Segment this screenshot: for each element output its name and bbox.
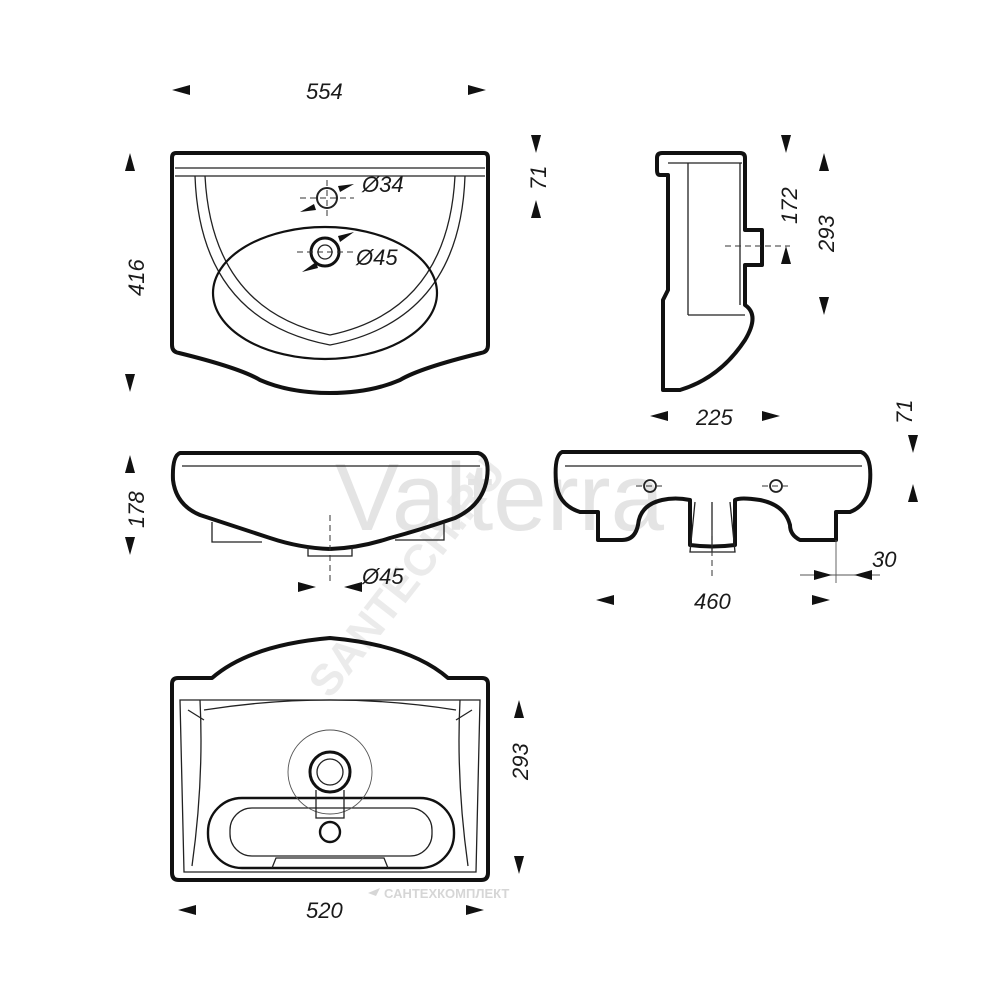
arrow-top-width-right [468,85,486,95]
arrow-side-depth-right [762,411,780,421]
arrow-bottom-width-left [178,905,196,915]
side-view [655,151,790,392]
front-view [170,451,490,585]
arrow-bottom-depth-up [514,700,524,718]
dim-bottom-depth: 293 [508,743,533,781]
dim-top-back-rim: 71 [526,166,551,190]
rear-view [553,450,880,583]
arrow-rear-width-right [812,595,830,605]
dim-side-depth: 225 [695,405,733,430]
watermark-company-text: САНТЕХКОМПЛЕКТ [384,886,509,901]
dim-rear-width: 460 [694,589,731,614]
arrow-front-height-down [125,537,135,555]
watermark-brand: Valterra [335,444,665,551]
dim-top-width: 554 [306,79,343,104]
arrow-bottom-depth-down [514,856,524,874]
arrow-rear-offset-right [854,570,872,580]
arrow-rear-offset-left [814,570,832,580]
arrow-front-drain-right [344,582,362,592]
dim-top-depth: 416 [124,259,149,296]
arrow-front-height-up [125,455,135,473]
arrow-bottom-width-right [466,905,484,915]
arrow-side-height-up [781,135,791,153]
dim-bottom-width: 520 [306,898,343,923]
arrow-rear-width-left [596,595,614,605]
arrow-side-total-up [819,153,829,171]
arrow-rear-rim-up [908,435,918,453]
arrow-side-height-down [781,246,791,264]
dim-front-height: 178 [124,491,149,528]
arrow-top-depth-down [125,374,135,392]
arrow-rear-rim-down [908,484,918,502]
arrow-back-rim-up [531,135,541,153]
dim-hole-drain: Ø45 [355,245,398,270]
arrow-top-width-left [172,85,190,95]
arrow-top-depth-up [125,153,135,171]
arrow-side-total-down [819,297,829,315]
dim-rear-rim: 71 [892,400,917,424]
dim-rear-offset: 30 [872,547,897,572]
dim-side-height: 172 [777,187,802,224]
arrow-back-rim-down [531,200,541,218]
dim-front-drain: Ø45 [361,564,404,589]
arrow-front-drain-left [298,582,316,592]
dim-side-total: 293 [814,215,839,253]
bottom-view [170,636,490,882]
watermark-company: САНТЕХКОМПЛЕКТ [368,886,509,901]
dim-hole-small: Ø34 [361,172,404,197]
top-view [170,151,490,395]
arrow-side-depth-left [650,411,668,421]
